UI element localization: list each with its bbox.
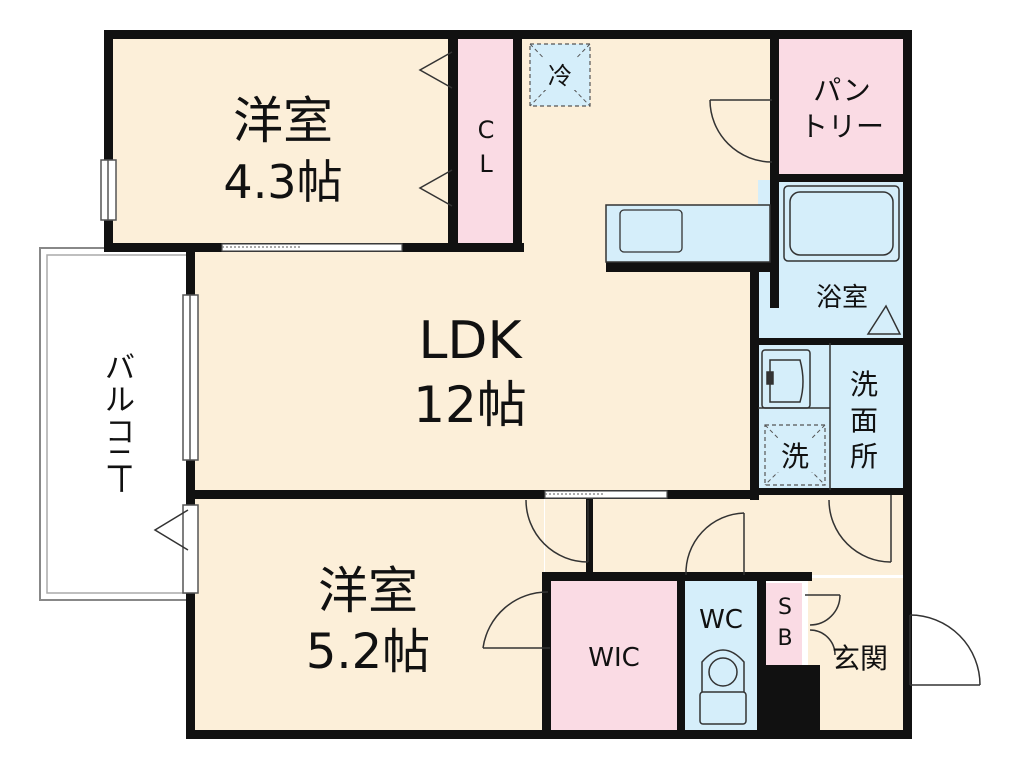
hall-floor: [545, 495, 904, 575]
wc-floor: [685, 578, 757, 730]
washroom-label-3: 所: [850, 440, 878, 473]
sb-floor: [766, 583, 802, 665]
sliding-doors: [221, 243, 668, 499]
swing-doors: [482, 99, 981, 686]
washer-label: 洗: [781, 440, 809, 473]
western-room-bottom-size: 5.2帖: [306, 624, 430, 680]
washer-space: [764, 424, 826, 486]
closet-floor: [458, 38, 513, 245]
ldk-floor: [192, 245, 755, 495]
wic-label: WIC: [588, 643, 640, 673]
washroom-label-2: 面: [850, 404, 878, 437]
walls: [104, 30, 912, 739]
wc-label: WC: [699, 605, 743, 635]
balcony-label-1: バ: [105, 351, 135, 386]
entrance-step: [766, 665, 820, 731]
fridge-space: [529, 43, 591, 107]
kitchen-counter: [605, 204, 771, 263]
western-room-top-floor: [110, 38, 455, 248]
washroom-label-1: 洗: [850, 368, 878, 401]
closet-label-2: L: [479, 150, 493, 178]
wic-floor: [550, 578, 678, 730]
pantry-floor: [778, 38, 904, 175]
western-room-bottom-floor: [192, 498, 544, 732]
balcony-label-4: ニ: [105, 443, 135, 478]
ldk-size: 12帖: [413, 376, 527, 434]
wash-basin: [758, 343, 831, 490]
bath-label: 浴室: [816, 283, 868, 313]
bathtub: [783, 185, 902, 335]
closet-label-1: C: [478, 116, 495, 144]
balcony-label-2: ル: [105, 383, 135, 418]
bath-floor: [758, 180, 904, 340]
windows: [100, 159, 199, 594]
sb-label-2: B: [777, 626, 792, 651]
western-room-bottom-name: 洋室: [318, 562, 418, 620]
balcony-label-5: ー: [102, 465, 137, 495]
balcony-label-3: コ: [105, 415, 135, 450]
toilet: [699, 649, 747, 725]
entrance-floor: [808, 578, 904, 730]
pantry-label-1: パン: [813, 74, 870, 107]
fridge-label: 冷: [548, 62, 572, 90]
western-room-top-size: 4.3帖: [223, 155, 342, 209]
western-room-top-name: 洋室: [233, 92, 333, 150]
sb-label-1: S: [778, 595, 792, 620]
ldk-name: LDK: [418, 311, 523, 371]
closet-door-marks: [153, 51, 453, 551]
pantry-label-2: トリー: [800, 110, 884, 143]
room-labels: 洋室 4.3帖 C L 冷 パン トリー LDK 12帖 浴室 洗 面 所 洗 …: [102, 62, 888, 680]
entrance-label: 玄関: [832, 642, 888, 675]
